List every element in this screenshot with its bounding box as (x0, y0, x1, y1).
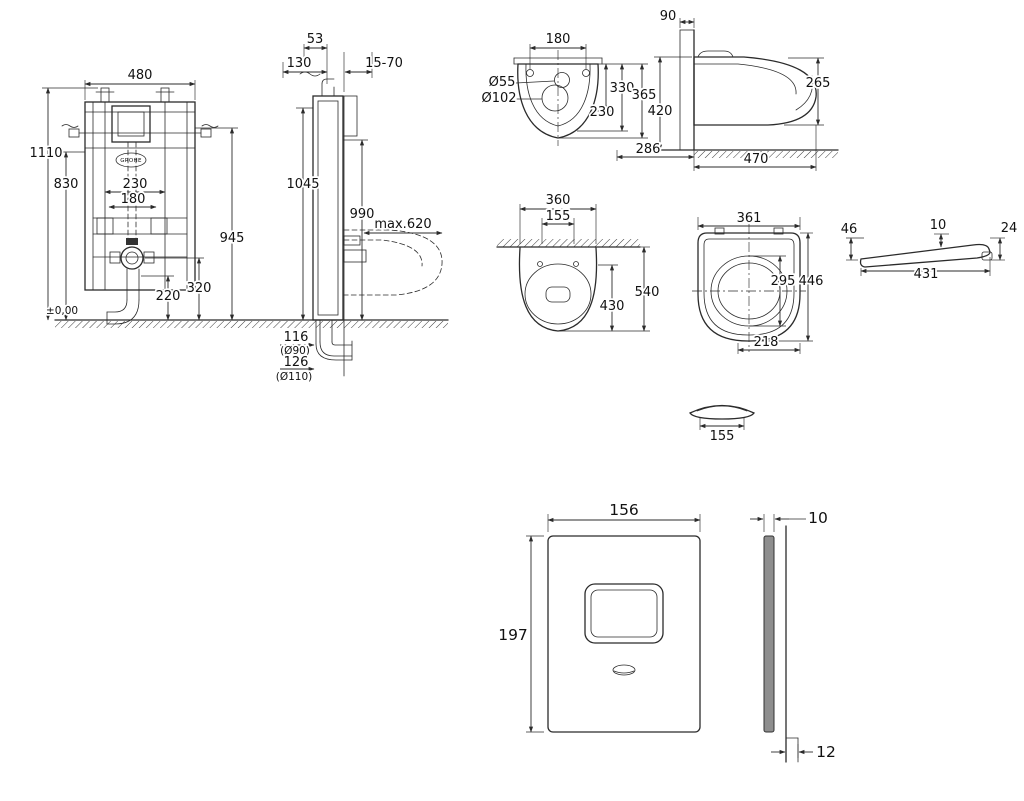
dim-label-156: 156 (609, 501, 639, 519)
dim-label-360: 360 (546, 193, 571, 208)
floor-line (54, 319, 449, 328)
dim-label-218: 218 (754, 335, 779, 350)
inlet-pipe (321, 78, 335, 97)
wc-top-view: 180 Ø55 Ø102 330 365 230 (480, 30, 658, 146)
cistern-front-view: GROHE (28, 66, 246, 325)
drain-elbow (319, 341, 353, 357)
dim-label-265: 265 (806, 76, 831, 91)
dim-label-10-plate: 10 (808, 509, 828, 527)
dim-label-220: 220 (156, 289, 181, 304)
dim-label-365: 365 (632, 88, 657, 103)
valve-block (126, 238, 138, 245)
flush-button-outer (584, 583, 664, 644)
dim-label-d102: Ø102 (481, 91, 516, 106)
cistern-side-view: 53 130 15-70 1045 990 max.620 116 (Ø90) … (274, 30, 443, 385)
bowl-outline (518, 247, 598, 332)
lid-front-outline (689, 404, 755, 420)
dim-label-430: 430 (600, 299, 625, 314)
dim-label-max620: max.620 (374, 217, 431, 232)
lid-front-view: 155 (689, 404, 755, 446)
lid-profile (859, 243, 991, 268)
dim-label-24: 24 (1001, 221, 1018, 236)
mount-hole-left (526, 69, 534, 77)
grohe-logo-text: GROHE (120, 158, 142, 164)
dim-label-230-top: 230 (590, 105, 615, 120)
dim-label-46: 46 (841, 222, 858, 237)
access-box (111, 105, 151, 143)
bowl-rim (524, 263, 592, 325)
floor-hatch-right (694, 151, 838, 158)
bowl-front-view: 360 155 430 540 (496, 191, 661, 332)
dim-label-10-lid: 10 (930, 218, 947, 233)
dim-label-197: 197 (498, 626, 528, 644)
hinge (981, 251, 993, 261)
flush-plate-front-view: 156 197 (496, 499, 701, 733)
dim-label-470: 470 (744, 152, 769, 167)
dim-label-1110: 1110 (29, 146, 62, 161)
wall-anchor-right (200, 128, 212, 138)
dim-label-53: 53 (307, 32, 324, 47)
cistern-profile (312, 95, 344, 321)
dim-label-320: 320 (187, 281, 212, 296)
outlet-hole-102 (541, 84, 569, 112)
dim-label-286: 286 (636, 142, 661, 157)
dim-label-230: 230 (123, 177, 148, 192)
flush-opening (545, 286, 571, 303)
lid-side-view: 46 10 24 431 (839, 216, 1019, 284)
dim-label-480: 480 (128, 68, 153, 83)
dim-label-945: 945 (220, 231, 245, 246)
wc-side-outline (693, 56, 817, 126)
outlet-elbow (106, 299, 140, 325)
wall-hatch-top (497, 239, 640, 247)
wc-dashed-outline (343, 229, 443, 296)
level-zero-label: ±0,00 (46, 305, 78, 317)
wall-hatch (679, 29, 695, 151)
flush-button-inner (590, 589, 658, 638)
wall-hatch-block (343, 95, 358, 137)
dim-label-15-70: 15-70 (365, 56, 403, 71)
dim-label-90: 90 (660, 9, 677, 24)
dim-label-420: 420 (648, 104, 673, 119)
dim-label-431: 431 (914, 267, 939, 282)
grohe-logo (115, 152, 147, 168)
dim-label-295: 295 (771, 274, 796, 289)
dim-label-446: 446 (799, 274, 824, 289)
dim-label-12: 12 (816, 743, 836, 761)
frame-outline (84, 101, 196, 291)
dim-label-o90: (Ø90) (280, 345, 310, 357)
inlet-hole-55 (554, 72, 570, 88)
dim-label-155: 155 (546, 209, 571, 224)
mount-hole-right (582, 69, 590, 77)
dim-label-155-lid: 155 (710, 429, 735, 444)
dim-label-126: 126 (284, 355, 309, 370)
dim-label-116: 116 (284, 330, 309, 345)
dim-label-540: 540 (635, 285, 660, 300)
foot-bracket-right (150, 217, 168, 235)
plate-outline (547, 535, 701, 733)
plate-outlet-oval (612, 664, 636, 676)
plate-side-profile (763, 535, 775, 733)
flush-plate-side-view: 10 12 (750, 507, 838, 763)
dim-label-1045: 1045 (286, 177, 319, 192)
dim-label-330: 330 (610, 81, 635, 96)
dim-label-990: 990 (350, 207, 375, 222)
wall-anchor-left (68, 128, 80, 138)
dim-label-o110: (Ø110) (276, 371, 313, 383)
seat-top-view: 361 295 446 218 (692, 209, 825, 354)
dim-label-830: 830 (54, 177, 79, 192)
dim-label-d55: Ø55 (489, 75, 516, 90)
dim-label-361: 361 (737, 211, 762, 226)
flush-valve-circle (120, 246, 144, 270)
wc-side-view: 90 420 265 286 470 (616, 7, 839, 171)
dim-label-180: 180 (121, 192, 146, 207)
foot-bracket-left (96, 217, 114, 235)
floor-hatch (55, 321, 448, 328)
dim-label-180-top: 180 (546, 32, 571, 47)
dim-label-130: 130 (287, 56, 312, 71)
